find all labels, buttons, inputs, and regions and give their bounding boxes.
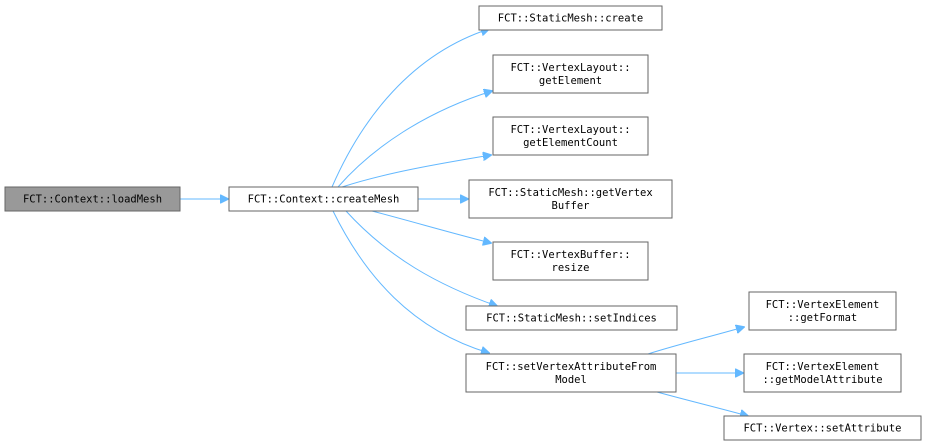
edge-createMesh-to-resize bbox=[371, 210, 491, 243]
edge-createMesh-to-getElementCount bbox=[341, 155, 491, 188]
node-box bbox=[492, 116, 649, 156]
node-createMesh[interactable]: FCT::Context::createMesh bbox=[228, 186, 419, 212]
node-label: FCT::setVertexAttributeFrom bbox=[486, 361, 657, 373]
node-label: FCT::VertexLayout:: bbox=[510, 62, 630, 74]
node-label: FCT::Context::loadMesh bbox=[23, 194, 162, 206]
node-box bbox=[492, 54, 649, 94]
edge-createMesh-to-setIndices bbox=[345, 210, 497, 306]
node-setAttribute[interactable]: FCT::Vertex::setAttribute bbox=[723, 415, 922, 441]
edges-layer bbox=[180, 29, 748, 416]
node-getFormat[interactable]: FCT::VertexElement::getFormat bbox=[748, 291, 897, 331]
node-label: FCT::VertexElement bbox=[766, 299, 880, 311]
edge-setVertexAttributeFromModel-to-setAttribute bbox=[656, 391, 748, 416]
node-box bbox=[748, 291, 897, 331]
node-label: ::getModelAttribute bbox=[762, 374, 882, 386]
node-getModelAttribute[interactable]: FCT::VertexElement::getModelAttribute bbox=[743, 353, 902, 393]
node-label: getElementCount bbox=[523, 137, 618, 149]
node-label: Buffer bbox=[552, 200, 590, 212]
node-getElementCount[interactable]: FCT::VertexLayout::getElementCount bbox=[492, 116, 649, 156]
node-label: FCT::StaticMesh::getVertex bbox=[488, 187, 652, 199]
node-box bbox=[465, 353, 677, 393]
node-label: FCT::VertexLayout:: bbox=[510, 124, 630, 136]
node-label: FCT::StaticMesh::create bbox=[498, 13, 643, 25]
node-resize[interactable]: FCT::VertexBuffer::resize bbox=[492, 241, 649, 281]
node-getElement[interactable]: FCT::VertexLayout::getElement bbox=[492, 54, 649, 94]
node-box bbox=[465, 305, 678, 331]
node-setIndices[interactable]: FCT::StaticMesh::setIndices bbox=[465, 305, 678, 331]
node-box bbox=[478, 5, 663, 31]
node-box bbox=[228, 186, 419, 212]
node-box bbox=[743, 353, 902, 393]
node-label: Model bbox=[555, 374, 587, 386]
node-box bbox=[4, 186, 181, 212]
node-label: resize bbox=[552, 262, 590, 274]
node-label: FCT::VertexElement bbox=[766, 361, 880, 373]
node-box bbox=[492, 241, 649, 281]
node-box bbox=[468, 179, 673, 219]
node-label: FCT::StaticMesh::setIndices bbox=[486, 313, 657, 325]
edge-createMesh-to-create bbox=[331, 29, 489, 188]
edge-setVertexAttributeFromModel-to-getFormat bbox=[647, 327, 744, 355]
edge-createMesh-to-getElement bbox=[337, 91, 492, 188]
node-label: ::getFormat bbox=[788, 312, 858, 324]
node-label: getElement bbox=[539, 75, 602, 87]
nodes-layer: FCT::Context::loadMesh FCT::Context::crea… bbox=[4, 5, 922, 441]
node-label: FCT::VertexBuffer:: bbox=[510, 249, 630, 261]
node-box bbox=[723, 415, 922, 441]
node-loadMesh[interactable]: FCT::Context::loadMesh bbox=[4, 186, 181, 212]
edge-createMesh-to-setVertexAttributeFromModel bbox=[332, 210, 489, 353]
node-label: FCT::Context::createMesh bbox=[248, 194, 400, 206]
node-label: FCT::Vertex::setAttribute bbox=[743, 423, 901, 435]
node-create[interactable]: FCT::StaticMesh::create bbox=[478, 5, 663, 31]
